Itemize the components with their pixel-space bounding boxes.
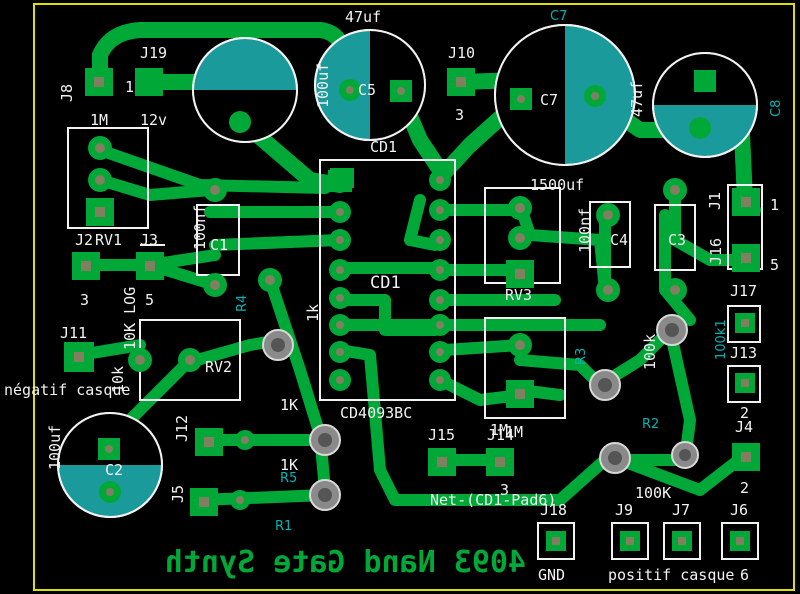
label-j16-value: 5	[770, 256, 779, 274]
label-j8: J8	[58, 84, 76, 102]
label-j19-value: 12v	[140, 111, 167, 129]
label-c8-pad: 1500uf	[530, 176, 584, 194]
board-edge	[33, 3, 795, 591]
label-j14: J14	[487, 426, 514, 444]
label-r1-value: 1K	[280, 396, 298, 414]
label-r1: R1	[275, 519, 292, 534]
label-r5: R5	[280, 471, 297, 486]
label-j1-value: 1	[770, 196, 779, 214]
label-j9: J9	[615, 501, 633, 519]
label-c7-top: C7	[550, 9, 567, 24]
label-j6-value: 6	[740, 566, 749, 584]
label-negatif-casque: négatif casque	[4, 381, 130, 399]
label-j11: J11	[60, 324, 87, 342]
label-c1: C1	[210, 236, 228, 254]
label-j14-value: 1M	[505, 423, 523, 441]
label-c2: C2	[105, 461, 123, 479]
label-j18: J18	[540, 501, 567, 519]
label-c7: C7	[540, 91, 558, 109]
label-rv2: RV2	[205, 358, 232, 376]
label-j12: J12	[173, 415, 191, 442]
label-j5: J5	[169, 485, 187, 503]
label-c7-value: 47uf	[628, 81, 646, 117]
label-j3-value: 5	[145, 291, 154, 309]
capacitor-c2	[57, 412, 163, 518]
label-j4-top: 2	[740, 404, 749, 422]
label-rv2-log: 10K LOG	[121, 287, 139, 350]
label-j15: J15	[428, 426, 455, 444]
label-rv1: RV1	[95, 231, 122, 249]
label-j7: J7	[672, 501, 690, 519]
silkscreen-text: J8 1M J19 1 12v 47uf C5 100uf C7 C7 47uf…	[4, 8, 784, 584]
capacitor-c8	[652, 52, 758, 158]
pads	[64, 68, 760, 551]
label-r3-value: 100k	[641, 334, 659, 370]
label-j19-pin: 1	[125, 78, 134, 96]
ic-pins	[328, 169, 451, 391]
label-gnd: GND	[538, 566, 565, 584]
label-j10: J10	[448, 44, 475, 62]
label-r4: R4	[235, 295, 250, 312]
label-j1: J1	[706, 192, 724, 210]
label-j8-value: 1M	[90, 111, 108, 129]
label-ic-ref-top: CD1	[370, 138, 397, 156]
label-j6: J6	[730, 501, 748, 519]
board-title: 4093 Nand Gate Synth	[165, 545, 526, 580]
label-c8: C8	[769, 100, 784, 117]
label-c5: C5	[358, 81, 376, 99]
label-r-1k: 1k	[304, 304, 322, 322]
label-j16: J16	[707, 238, 725, 265]
label-rv3-value: 1M	[490, 421, 508, 439]
label-r2-value: 100K	[635, 484, 671, 502]
label-net-pin: 3	[500, 481, 509, 499]
label-c4-value: 100nf	[576, 208, 594, 253]
label-rv3: RV3	[505, 286, 532, 304]
label-positif-casque: positif casque	[608, 566, 734, 584]
label-j2-value: 3	[80, 291, 89, 309]
label-rv2-value: 10k	[109, 366, 127, 393]
label-j-100k: 100k1	[714, 319, 729, 360]
label-r5-value: 1K	[280, 456, 298, 474]
label-c4: C4	[610, 231, 628, 249]
label-c5-value: 100uf	[314, 63, 332, 108]
label-c1-value: 100nf	[191, 205, 209, 250]
label-j4-value: 2	[740, 479, 749, 497]
label-j4: J4	[735, 418, 753, 436]
label-c5-top: 47uf	[345, 8, 381, 26]
label-ic-ref: CD1	[370, 273, 401, 293]
label-j13: J13	[730, 344, 757, 362]
label-j17: J17	[730, 282, 757, 300]
label-j3: J3	[140, 231, 158, 249]
label-j10-value: 3	[455, 106, 464, 124]
label-r3: R3	[574, 348, 589, 365]
label-c2-value: 100uf	[46, 425, 64, 470]
label-j19: J19	[140, 44, 167, 62]
label-c3: C3	[668, 231, 686, 249]
label-net: Net-(CD1-Pad6)	[430, 491, 556, 509]
label-j2: J2	[75, 231, 93, 249]
label-ic-value: CD4093BC	[340, 404, 412, 422]
label-r2: R2	[642, 417, 659, 432]
